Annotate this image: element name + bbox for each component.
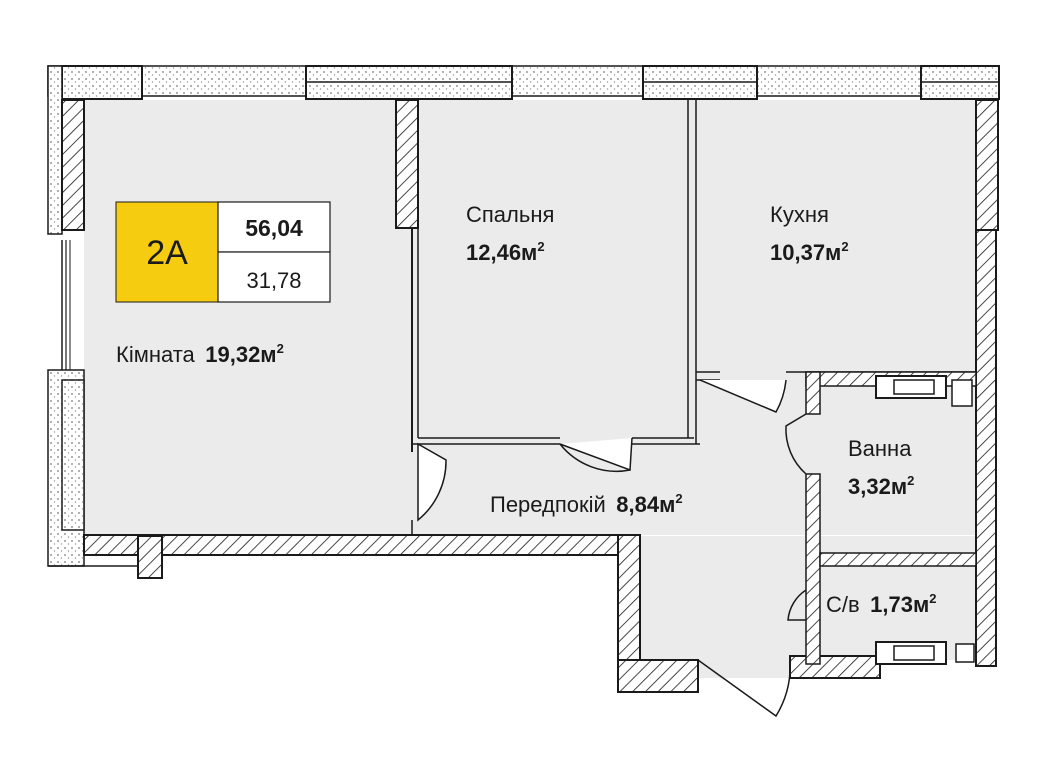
unit-exponent: 2 [841, 239, 848, 254]
room-label-vanna: Ванна 3,32м2 [848, 436, 914, 499]
unit-exponent: 2 [929, 591, 936, 606]
unit-exponent: 2 [537, 239, 544, 254]
unit-exponent: 2 [907, 473, 914, 488]
room-label-kimnata: Кімната 19,32м2 [116, 341, 284, 367]
svg-text:12,46м2: 12,46м2 [466, 239, 545, 265]
room-name: С/в [826, 592, 860, 617]
room-area: 8,84м [616, 492, 675, 517]
ventilation-ducts [875, 375, 975, 665]
room-label-sv: С/в 1,73м2 [826, 591, 936, 617]
svg-text:С/в 1,73м2: С/в 1,73м2 [826, 591, 936, 617]
right-outer-wall [975, 99, 999, 667]
room-area: 3,32м [848, 474, 907, 499]
svg-text:3,32м2: 3,32м2 [848, 473, 914, 499]
room-area: 19,32м [205, 342, 276, 367]
unit-exponent: 2 [675, 491, 682, 506]
unit-exponent: 2 [277, 341, 284, 356]
room-label-spalnia: Спальня 12,46м2 [466, 202, 554, 265]
room-name: Кухня [770, 202, 829, 227]
bottom-wall [48, 534, 881, 693]
room-area: 1,73м [870, 592, 929, 617]
door-swings [417, 379, 807, 718]
svg-text:Передпокій 8,84м2: Передпокій 8,84м2 [490, 491, 683, 517]
svg-text:Кімната 19,32м2: Кімната 19,32м2 [116, 341, 284, 367]
room-name: Передпокій [490, 492, 606, 517]
apartment-badge: 2A 56,04 31,78 [115, 201, 331, 303]
room-label-kukhnia: Кухня 10,37м2 [770, 202, 849, 265]
room-area: 10,37м [770, 240, 841, 265]
room-name: Спальня [466, 202, 554, 227]
apartment-code: 2A [146, 234, 188, 272]
living-area-value: 31,78 [246, 268, 301, 293]
svg-text:10,37м2: 10,37м2 [770, 239, 849, 265]
room-label-peredpokii: Передпокій 8,84м2 [490, 491, 683, 517]
room-name: Кімната [116, 342, 196, 367]
room-area: 12,46м [466, 240, 537, 265]
total-area-value: 56,04 [245, 215, 303, 241]
top-windows [61, 65, 1000, 100]
left-outer-wall [47, 65, 85, 567]
interior-walls [395, 99, 977, 665]
room-name: Ванна [848, 436, 912, 461]
floor-area [84, 100, 976, 678]
